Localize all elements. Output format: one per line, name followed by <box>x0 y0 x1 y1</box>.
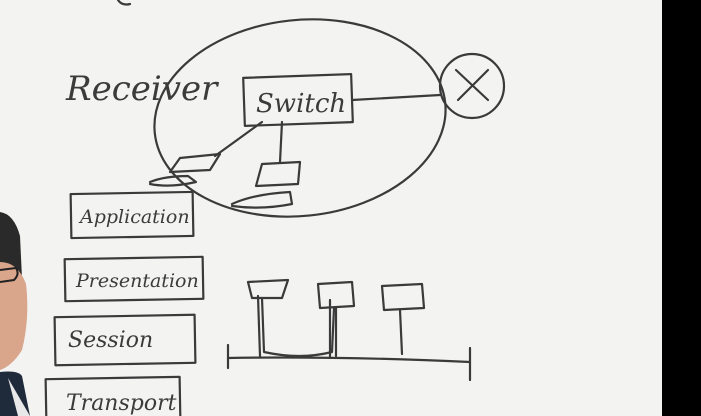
presenter-face <box>0 262 28 370</box>
bus-device-3-icon <box>380 282 426 312</box>
presenter-collar <box>8 378 30 416</box>
right-dark-border <box>662 0 701 416</box>
bus-drop-3 <box>398 308 404 356</box>
layer-box-application <box>69 190 195 240</box>
x-mark-icon <box>454 68 490 102</box>
presenter-person <box>0 212 30 416</box>
layer-label-transport: Transport <box>66 391 177 416</box>
layer-label-presentation: Presentation <box>75 270 199 292</box>
bus-device-2-icon <box>316 280 356 310</box>
layer-box-session <box>53 313 197 367</box>
x-circle <box>438 52 506 120</box>
switch-downlink-left <box>213 120 264 158</box>
top-scribble <box>116 0 132 6</box>
bus-drop-2 <box>328 298 338 360</box>
layer-label-application: Application <box>78 206 190 228</box>
bus-line <box>226 356 472 364</box>
layer-box-presentation <box>63 255 205 303</box>
device-left-icon <box>148 152 222 187</box>
switch-to-x-line <box>350 93 442 102</box>
presenter-glasses <box>0 266 19 283</box>
switch-box <box>242 73 354 127</box>
layer-label-session: Session <box>68 328 153 353</box>
bus-device-1-icon <box>246 278 290 300</box>
device-center-icon <box>230 160 302 209</box>
layer-box-transport <box>44 375 182 416</box>
receiver-label: Receiver <box>65 69 219 109</box>
switch-label: Switch <box>256 89 346 119</box>
switch-downlink-center <box>278 120 284 164</box>
